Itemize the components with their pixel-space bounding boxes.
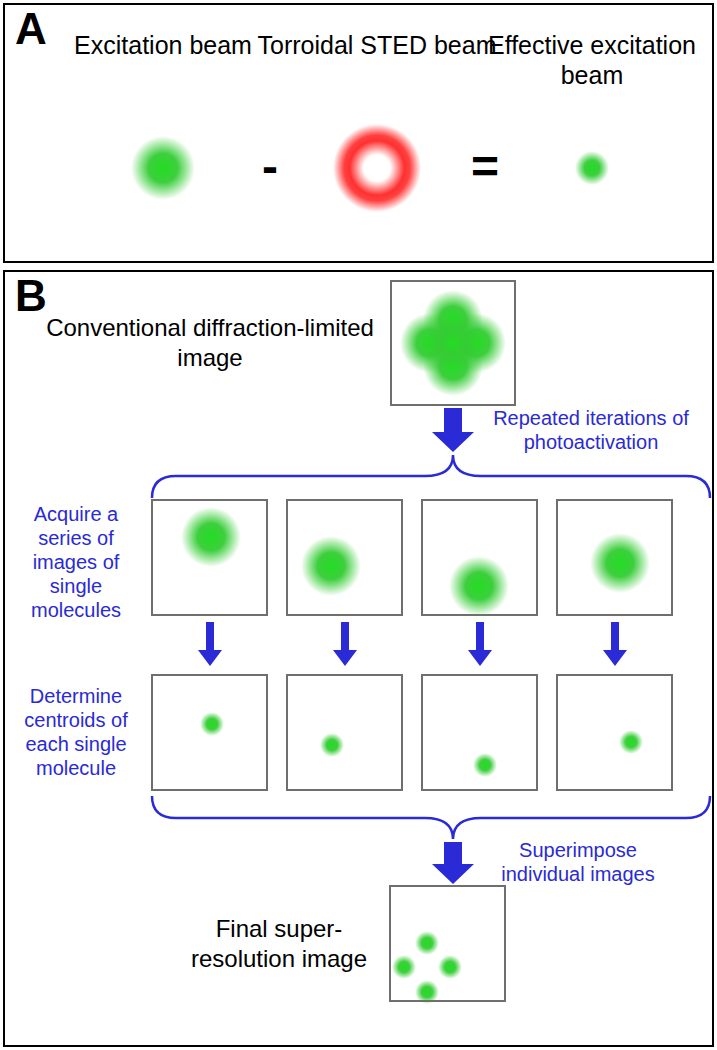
fluorescent-spot bbox=[301, 536, 361, 596]
beam-label: Torroidal STED beam bbox=[257, 30, 497, 60]
fluorescent-spot bbox=[449, 556, 509, 616]
small-arrow bbox=[333, 622, 357, 666]
fluorescent-spot bbox=[473, 753, 497, 777]
big-arrow bbox=[432, 408, 474, 452]
small-arrow bbox=[468, 622, 492, 666]
fluorescent-spot bbox=[131, 136, 195, 200]
operator-symbol: = bbox=[465, 138, 505, 196]
image-frame bbox=[422, 675, 537, 790]
panel-frame: BConventional diffraction-limited imageF… bbox=[3, 270, 714, 1047]
small-arrow bbox=[603, 622, 627, 666]
fluorescent-spot bbox=[438, 955, 462, 979]
image-frame bbox=[557, 500, 672, 615]
beam-label: Excitation beam bbox=[43, 30, 283, 60]
fluorescent-spot bbox=[590, 533, 650, 593]
image-box: Final super-resolution image bbox=[389, 885, 506, 1002]
step-note: Repeated iterations of photoactivation bbox=[472, 406, 710, 454]
image-frame bbox=[152, 675, 267, 790]
panel-letter: A bbox=[15, 5, 47, 53]
small-arrow bbox=[198, 622, 222, 666]
split-bracket bbox=[152, 455, 710, 498]
image-frame bbox=[152, 500, 267, 615]
fluorescent-spot bbox=[320, 733, 344, 757]
fluorescent-spot bbox=[200, 712, 224, 736]
image-caption: Final super-resolution image bbox=[179, 914, 379, 974]
image-frame bbox=[557, 675, 672, 790]
beam-label: Effective excitation beam bbox=[482, 30, 702, 90]
operator-symbol: - bbox=[250, 138, 290, 196]
image-frame bbox=[287, 500, 402, 615]
fluorescent-spot bbox=[392, 955, 416, 979]
image-frame bbox=[287, 675, 402, 790]
fluorescent-spot bbox=[415, 931, 439, 955]
flow-arrows bbox=[198, 408, 627, 884]
fluorescent-spot bbox=[427, 317, 479, 369]
image-box: Conventional diffraction-limited image bbox=[390, 280, 516, 406]
panel-letter: B bbox=[15, 272, 47, 320]
fluorescent-spot bbox=[181, 507, 241, 567]
image-caption: Conventional diffraction-limited image bbox=[40, 313, 380, 373]
fluorescent-spot bbox=[575, 151, 609, 185]
brackets bbox=[152, 455, 710, 839]
big-arrow bbox=[432, 842, 474, 884]
fluorescent-spot bbox=[619, 730, 643, 754]
sted-ring bbox=[333, 124, 421, 212]
image-frame bbox=[422, 500, 537, 615]
step-note: Acquire a series of images of single mol… bbox=[5, 502, 147, 622]
merge-bracket bbox=[152, 796, 710, 839]
step-note: Determine centroids of each single molec… bbox=[5, 684, 147, 780]
step-note: Superimpose individual images bbox=[478, 838, 678, 886]
